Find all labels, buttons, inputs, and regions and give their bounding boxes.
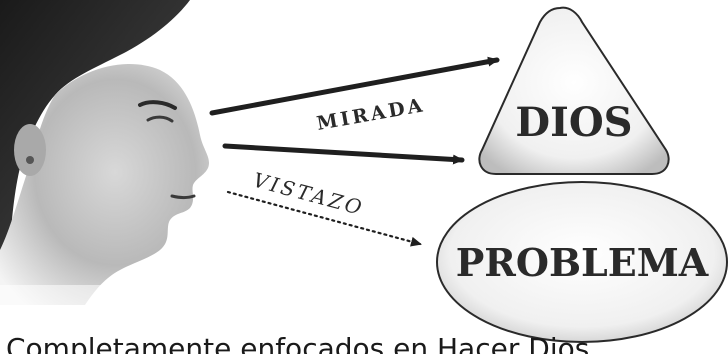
caption-text: Completamente enfocados en Hacer Dios: [6, 334, 590, 354]
dios-triangle: DIOS: [478, 6, 670, 175]
woman-profile-image: [0, 0, 215, 305]
problema-ellipse: PROBLEMA: [436, 181, 728, 343]
mirada-arrow: [209, 56, 500, 116]
mirada-label: MIRADA: [315, 94, 427, 135]
vistazo-label: VISTAZO: [251, 168, 367, 221]
dios-label: DIOS: [515, 99, 632, 146]
problema-label: PROBLEMA: [456, 240, 709, 285]
second-arrow: [222, 143, 465, 165]
